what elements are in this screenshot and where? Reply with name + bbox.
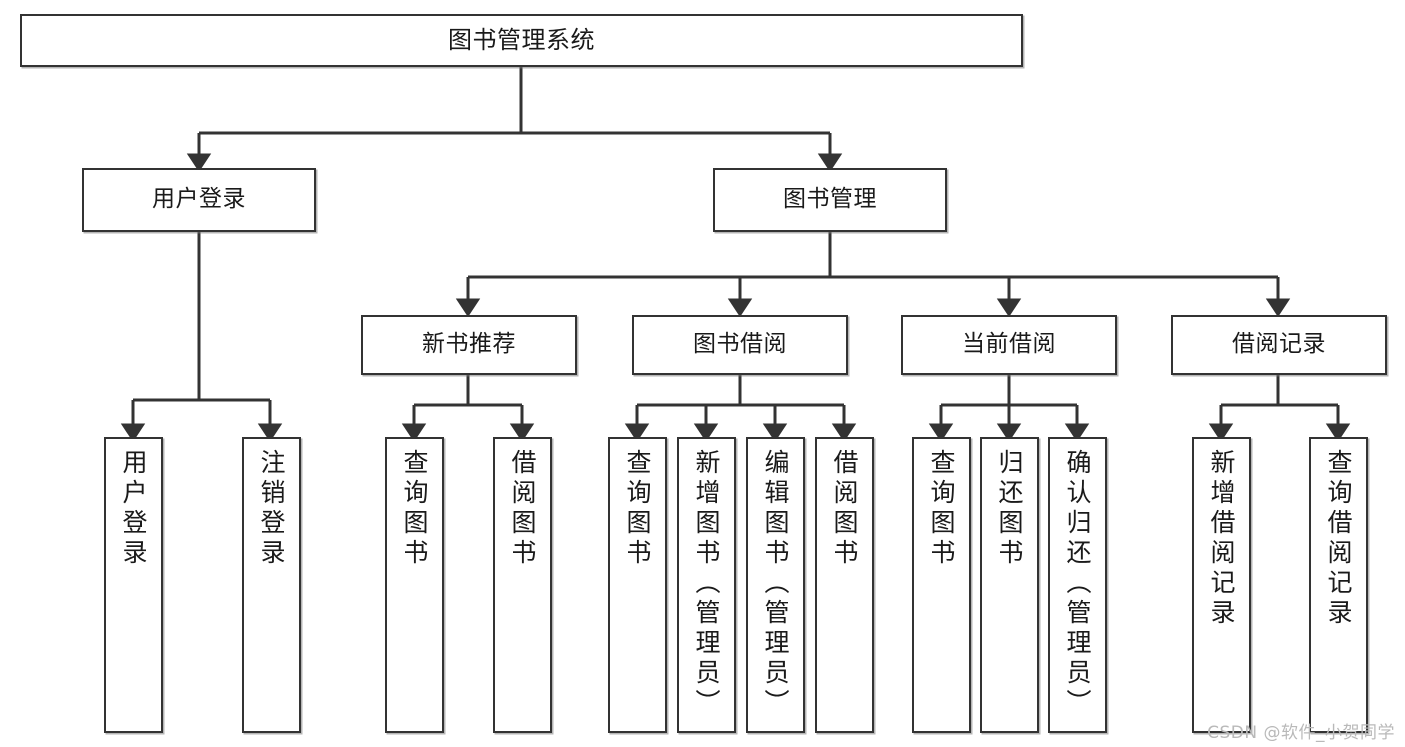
node-label: 图书借阅 bbox=[693, 331, 787, 358]
node-label: 注销登录 bbox=[257, 449, 286, 569]
node-leaf-add-book-admin[interactable]: 新增图书（管理员） bbox=[677, 437, 736, 733]
node-leaf-edit-book-admin[interactable]: 编辑图书（管理员） bbox=[746, 437, 805, 733]
node-label: 查询图书 bbox=[400, 449, 429, 569]
node-leaf-query-book-borrow[interactable]: 查询图书 bbox=[608, 437, 667, 733]
node-leaf-logout[interactable]: 注销登录 bbox=[242, 437, 301, 733]
node-leaf-query-borrow-record[interactable]: 查询借阅记录 bbox=[1309, 437, 1368, 733]
node-label: 图书管理系统 bbox=[448, 26, 595, 55]
node-label: 编辑图书（管理员） bbox=[761, 449, 790, 719]
node-label: 图书管理 bbox=[783, 186, 877, 213]
node-current-borrow[interactable]: 当前借阅 bbox=[901, 315, 1117, 375]
node-label: 查询图书 bbox=[927, 449, 956, 569]
node-label: 新增借阅记录 bbox=[1207, 449, 1236, 629]
node-label: 确认归还（管理员） bbox=[1063, 449, 1092, 719]
node-label: 借阅图书 bbox=[508, 449, 537, 569]
node-leaf-confirm-return-admin[interactable]: 确认归还（管理员） bbox=[1048, 437, 1107, 733]
node-leaf-user-login[interactable]: 用户登录 bbox=[104, 437, 163, 733]
node-label: 借阅图书 bbox=[830, 449, 859, 569]
node-label: 新增图书（管理员） bbox=[692, 449, 721, 719]
node-leaf-add-borrow-record[interactable]: 新增借阅记录 bbox=[1192, 437, 1251, 733]
node-root-book-management-system[interactable]: 图书管理系统 bbox=[20, 14, 1023, 67]
node-label: 归还图书 bbox=[995, 449, 1024, 569]
node-label: 用户登录 bbox=[119, 449, 148, 569]
node-borrow-record[interactable]: 借阅记录 bbox=[1171, 315, 1387, 375]
node-new-book-recommend[interactable]: 新书推荐 bbox=[361, 315, 577, 375]
node-book-borrow[interactable]: 图书借阅 bbox=[632, 315, 848, 375]
node-leaf-query-book-current[interactable]: 查询图书 bbox=[912, 437, 971, 733]
node-label: 当前借阅 bbox=[962, 331, 1056, 358]
node-leaf-borrow-book-newbook[interactable]: 借阅图书 bbox=[493, 437, 552, 733]
node-leaf-query-book-newbook[interactable]: 查询图书 bbox=[385, 437, 444, 733]
node-user-login[interactable]: 用户登录 bbox=[82, 168, 316, 232]
node-label: 借阅记录 bbox=[1232, 331, 1326, 358]
node-label: 查询借阅记录 bbox=[1324, 449, 1353, 629]
node-leaf-return-book[interactable]: 归还图书 bbox=[980, 437, 1039, 733]
node-label: 新书推荐 bbox=[422, 331, 516, 358]
node-label: 用户登录 bbox=[152, 186, 246, 213]
node-label: 查询图书 bbox=[623, 449, 652, 569]
csdn-watermark: CSDN @软件_小贺同学 bbox=[1207, 723, 1395, 743]
node-leaf-borrow-book[interactable]: 借阅图书 bbox=[815, 437, 874, 733]
node-book-management[interactable]: 图书管理 bbox=[713, 168, 947, 232]
